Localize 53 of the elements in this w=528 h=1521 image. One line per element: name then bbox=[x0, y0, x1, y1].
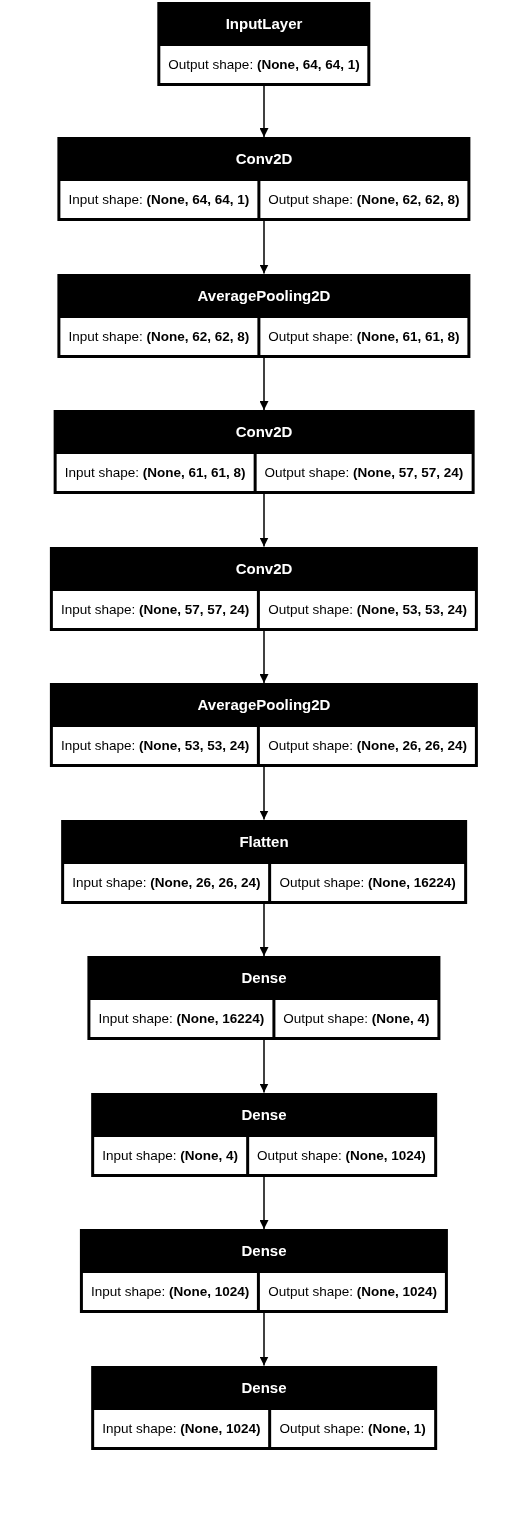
shape-label: Input shape: (None, 64, 64, 1) bbox=[60, 181, 258, 218]
layer-box bbox=[49, 683, 479, 767]
arrow bbox=[259, 1312, 269, 1367]
shape-label: Output shape: (None, 61, 61, 8) bbox=[260, 317, 468, 355]
arrow bbox=[259, 85, 269, 138]
shape-label: Input shape: (None, 61, 61, 8) bbox=[56, 454, 254, 491]
shape-label: Input shape: (None, 1024) bbox=[82, 1273, 258, 1310]
layer-name: Dense bbox=[240, 1377, 288, 1398]
shape-label: Output shape: (None, 1) bbox=[271, 1409, 434, 1447]
layer-box bbox=[87, 956, 441, 1040]
shape-label: Output shape: (None, 53, 53, 24) bbox=[260, 590, 476, 628]
shape-label: Input shape: (None, 57, 57, 24) bbox=[52, 590, 258, 628]
arrow bbox=[259, 220, 269, 275]
arrow bbox=[259, 356, 269, 411]
layer-name: Dense bbox=[240, 1241, 288, 1261]
layer-name: Dense bbox=[240, 1104, 288, 1125]
layer-name: InputLayer bbox=[224, 14, 304, 34]
shape-label: Output shape: (None, 26, 26, 24) bbox=[260, 727, 476, 764]
shape-label: Input shape: (None, 1024) bbox=[94, 1409, 269, 1447]
arrow bbox=[259, 629, 269, 684]
layer-name: Flatten bbox=[238, 831, 290, 852]
shape-label: Output shape: (None, 1024) bbox=[260, 1273, 446, 1310]
arrow bbox=[259, 1039, 269, 1094]
layer-box bbox=[91, 1092, 437, 1177]
layer-name: Conv2D bbox=[234, 149, 294, 169]
arrow bbox=[259, 1175, 269, 1230]
shape-label: Input shape: (None, 4) bbox=[94, 1136, 246, 1174]
shape-label: Input shape: (None, 26, 26, 24) bbox=[64, 863, 269, 901]
shape-label: Output shape: (None, 1024) bbox=[249, 1136, 434, 1174]
shape-label: Input shape: (None, 53, 53, 24) bbox=[52, 727, 258, 764]
layer-name: Conv2D bbox=[234, 422, 294, 442]
layer-box bbox=[157, 2, 371, 86]
layer-box bbox=[53, 410, 475, 494]
layer-name: AveragePooling2D bbox=[196, 285, 332, 306]
arrow bbox=[259, 766, 269, 821]
layer-box bbox=[49, 546, 479, 631]
shape-label: Output shape: (None, 16224) bbox=[271, 863, 464, 901]
shape-label: Output shape: (None, 62, 62, 8) bbox=[260, 181, 468, 218]
shape-label: Output shape: (None, 57, 57, 24) bbox=[256, 454, 472, 491]
shape-label: Output shape: (None, 4) bbox=[275, 1000, 438, 1037]
arrow bbox=[259, 902, 269, 957]
arrow bbox=[259, 493, 269, 548]
layer-box bbox=[79, 1229, 449, 1313]
layer-name: Dense bbox=[240, 968, 288, 988]
layer-box bbox=[57, 137, 471, 221]
layer-box bbox=[57, 273, 471, 358]
shape-label: Output shape: (None, 64, 64, 1) bbox=[160, 46, 368, 83]
layer-name: AveragePooling2D bbox=[196, 695, 332, 715]
shape-label: Input shape: (None, 16224) bbox=[90, 1000, 273, 1037]
layer-box bbox=[61, 819, 467, 904]
layer-box bbox=[91, 1365, 437, 1450]
layer-name: Conv2D bbox=[234, 558, 294, 579]
shape-label: Input shape: (None, 62, 62, 8) bbox=[60, 317, 258, 355]
